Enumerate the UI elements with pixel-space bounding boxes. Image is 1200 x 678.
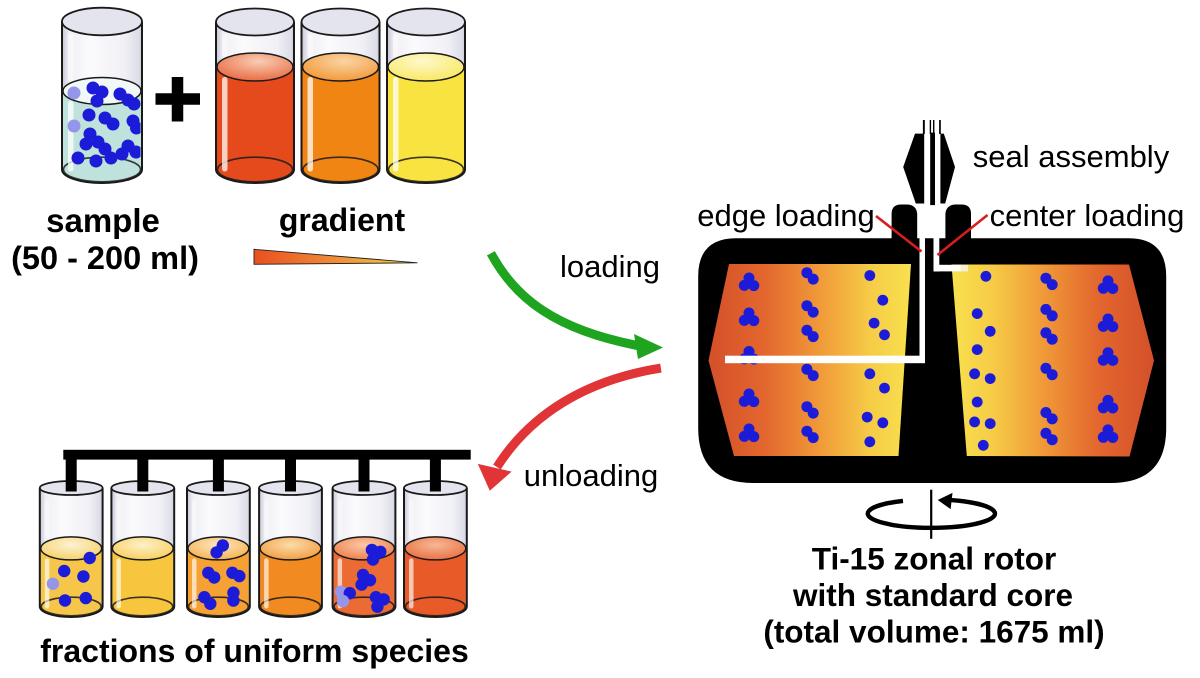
svg-text:with standard core: with standard core: [792, 577, 1073, 613]
svg-text:Ti-15 zonal rotor: Ti-15 zonal rotor: [812, 541, 1056, 577]
svg-text:sample: sample: [46, 202, 160, 239]
svg-text:(50 - 200 ml): (50 - 200 ml): [11, 240, 199, 276]
svg-text:gradient: gradient: [279, 202, 406, 238]
svg-text:loading: loading: [560, 249, 660, 284]
svg-text:edge loading: edge loading: [697, 198, 875, 233]
svg-text:(total volume: 1675 ml): (total volume: 1675 ml): [763, 614, 1104, 650]
svg-text:fractions of uniform species: fractions of uniform species: [40, 633, 469, 669]
svg-text:unloading: unloading: [524, 458, 658, 493]
svg-text:seal assembly: seal assembly: [973, 139, 1170, 174]
svg-text:center loading: center loading: [990, 198, 1185, 233]
